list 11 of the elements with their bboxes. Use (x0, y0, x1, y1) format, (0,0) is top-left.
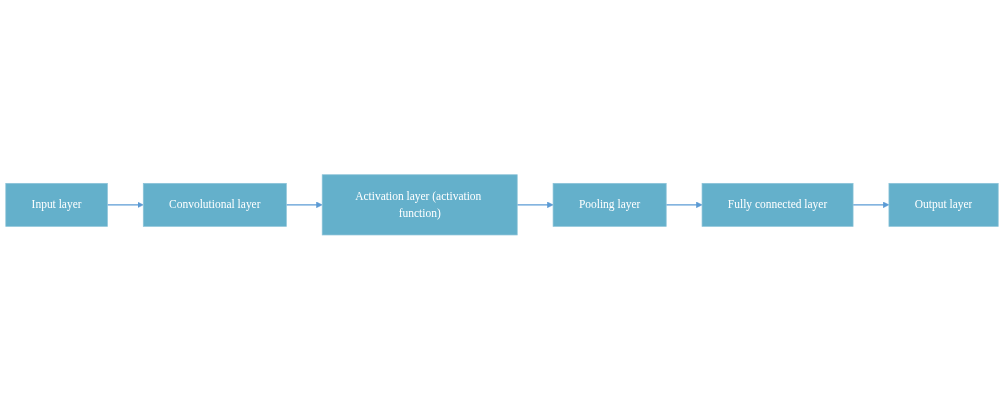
node-box: Output layer (888, 183, 999, 227)
arrow (852, 201, 890, 209)
arrow (285, 201, 323, 209)
node-box: Pooling layer (552, 183, 667, 227)
node-box: Activation layer (activation function) (321, 174, 518, 236)
node-box: Fully connected layer (701, 183, 854, 227)
arrow (106, 201, 144, 209)
arrow (516, 201, 554, 209)
node-box: Convolutional layer (142, 183, 287, 227)
node-box: Input layer (5, 183, 108, 227)
arrow (665, 201, 703, 209)
